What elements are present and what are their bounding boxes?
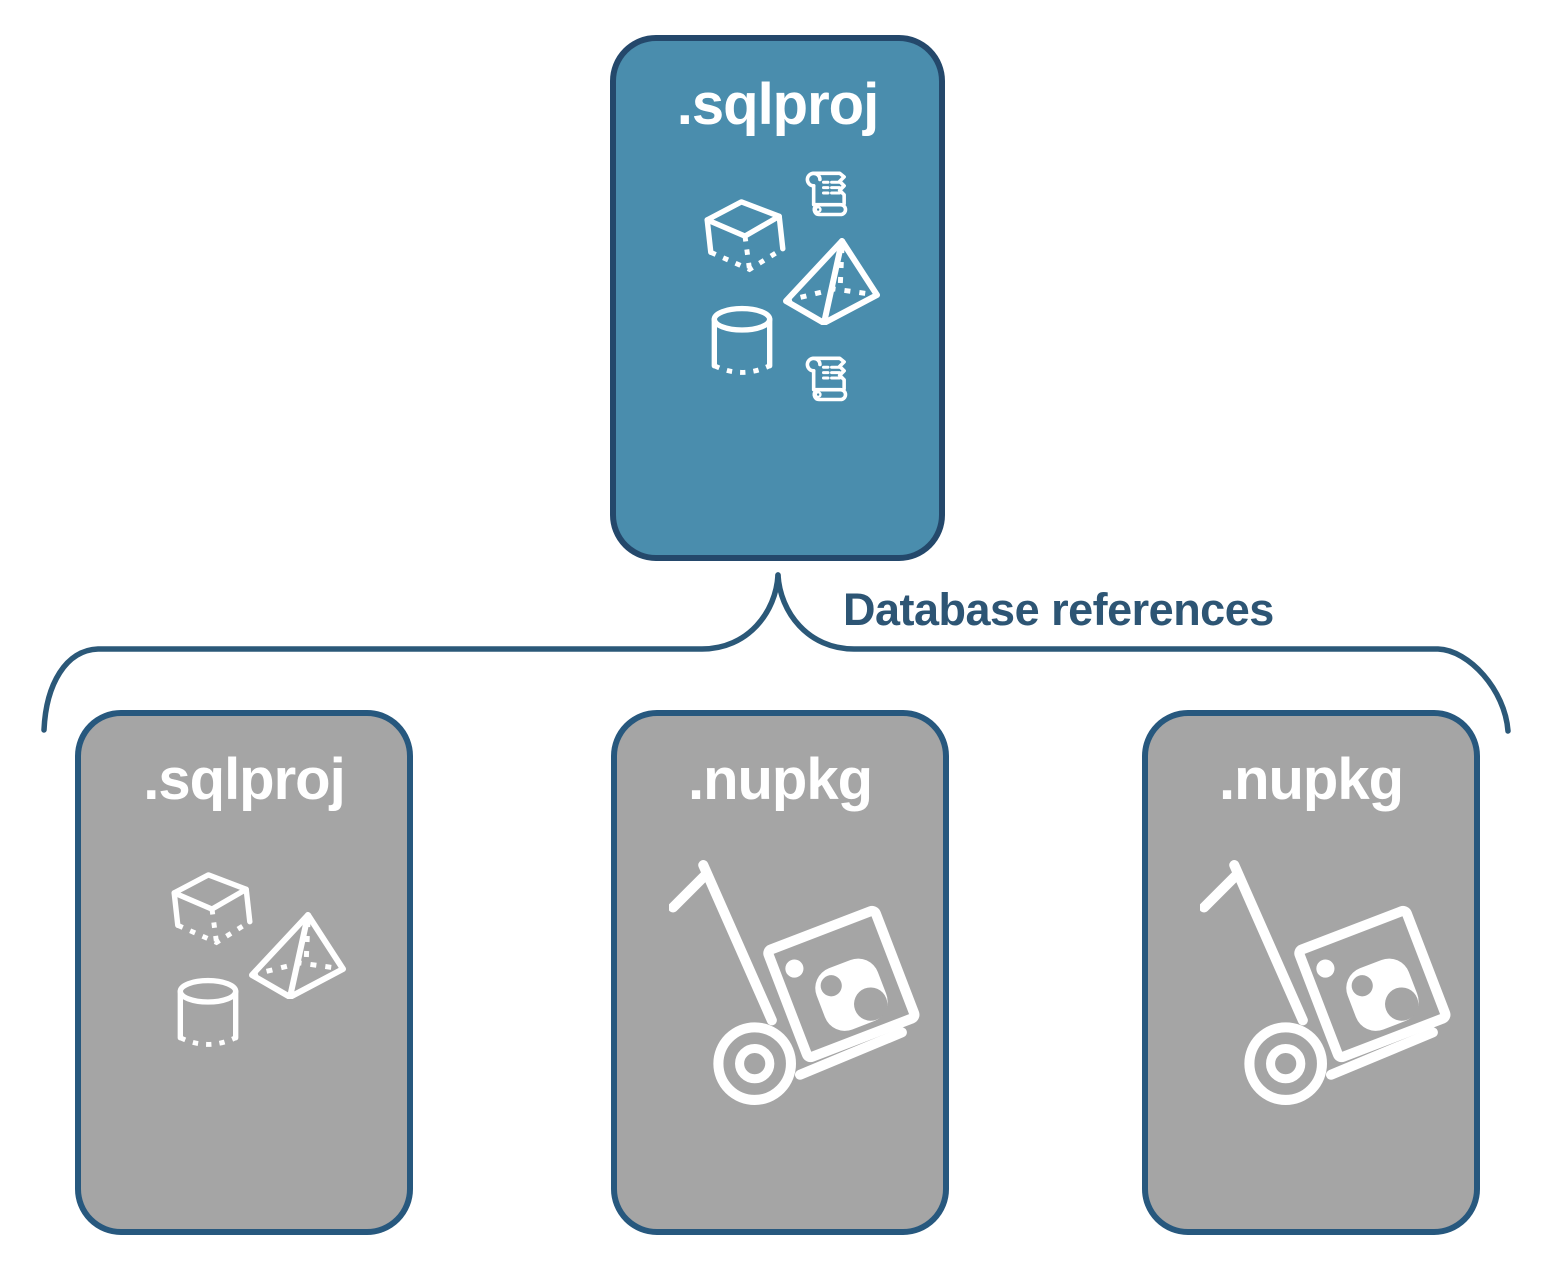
node-ref-sqlproj: .sqlproj [75,710,413,1235]
pyramid-icon [249,912,346,999]
node-title: .sqlproj [676,72,879,137]
node-ref-nupkg-2: .nupkg [1142,710,1480,1235]
node-title: .nupkg [1218,747,1404,812]
node-ref-nupkg-1: .nupkg [611,710,949,1235]
node-title: .nupkg [687,747,873,812]
cube-icon [704,199,786,273]
script-scroll-icon [805,356,848,402]
handtruck-package-icon [1200,860,1451,1105]
handtruck-package-icon [669,860,920,1105]
pyramid-icon [783,238,880,325]
cube-icon [171,872,253,946]
database-cylinder-icon [177,977,239,1047]
database-cylinder-icon [711,305,773,375]
edge-label-database-references: Database references [843,584,1274,635]
node-root-sqlproj: .sqlproj [610,35,945,561]
script-scroll-icon [805,171,848,217]
node-title: .sqlproj [143,747,345,812]
